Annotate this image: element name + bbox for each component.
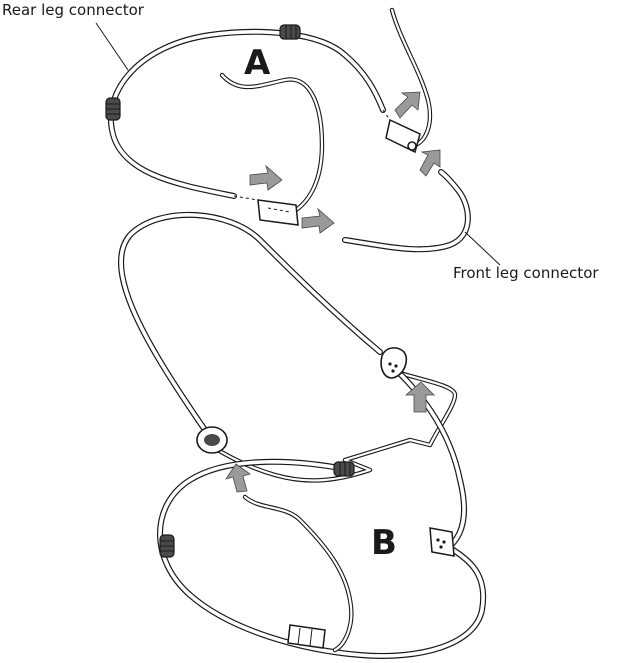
front-frame-wire-top: [389, 7, 433, 148]
rear-frame-tube: [107, 28, 386, 199]
arrow-icon: [394, 91, 421, 119]
support-wire: [207, 367, 458, 483]
base-top-knob: [333, 461, 355, 477]
front-leg-tube: [382, 357, 468, 553]
base-left-knob: [159, 534, 175, 558]
arrow-icon: [419, 149, 441, 177]
front-leg-connector: [382, 109, 421, 154]
arrow-icon: [249, 164, 283, 191]
inner-base-wire: [242, 494, 354, 653]
step-a-illustration: [95, 7, 501, 266]
top-knob: [279, 24, 301, 40]
inner-frame-wire: [219, 72, 325, 213]
assembly-arrows-a: [249, 91, 441, 234]
arrow-icon: [404, 381, 435, 413]
base-front-connector: [429, 527, 455, 557]
step-b-label: B: [371, 523, 397, 563]
rear-leg-leader-line: [95, 22, 129, 71]
front-leg-leader-line: [464, 231, 501, 266]
step-a-label: A: [244, 43, 271, 83]
rear-hinge-hub: [196, 426, 228, 454]
base-frame-tube: [157, 458, 487, 659]
arrow-icon: [225, 463, 251, 493]
front-frame-tube: [342, 169, 471, 253]
rear-left-knob: [105, 97, 121, 121]
assembly-arrows-b: [225, 381, 435, 493]
step-b-illustration: [118, 211, 487, 659]
back-rest-frame: [118, 211, 383, 433]
rear-leg-connector: [233, 195, 299, 226]
arrow-icon: [301, 207, 335, 234]
base-rear-connector: [287, 624, 326, 649]
rear-leg-connector-label: Rear leg connector: [2, 1, 144, 19]
front-leg-connector-label: Front leg connector: [453, 264, 599, 282]
front-hinge-hub: [380, 347, 408, 379]
